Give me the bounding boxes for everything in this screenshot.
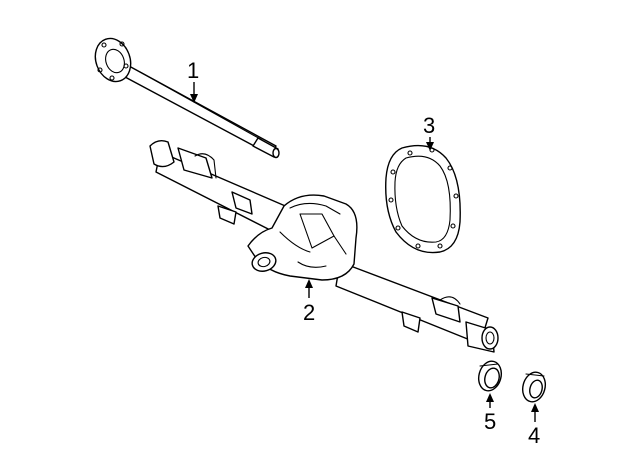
callout-2: 2 (303, 279, 315, 325)
callout-number: 2 (303, 300, 315, 325)
callout-number: 5 (484, 409, 496, 434)
callout-number: 3 (423, 113, 435, 138)
callout-4: 4 (528, 403, 540, 448)
callout-3: 3 (423, 113, 435, 151)
callout-5: 5 (484, 393, 496, 434)
callout-number: 1 (187, 58, 199, 83)
cover-gasket (385, 144, 461, 254)
axle-seal (521, 371, 547, 403)
callout-number: 4 (528, 423, 540, 448)
callout-1: 1 (187, 58, 199, 103)
axle-housing (149, 139, 499, 353)
axle-shaft (94, 37, 280, 159)
wheel-bearing (477, 360, 503, 392)
